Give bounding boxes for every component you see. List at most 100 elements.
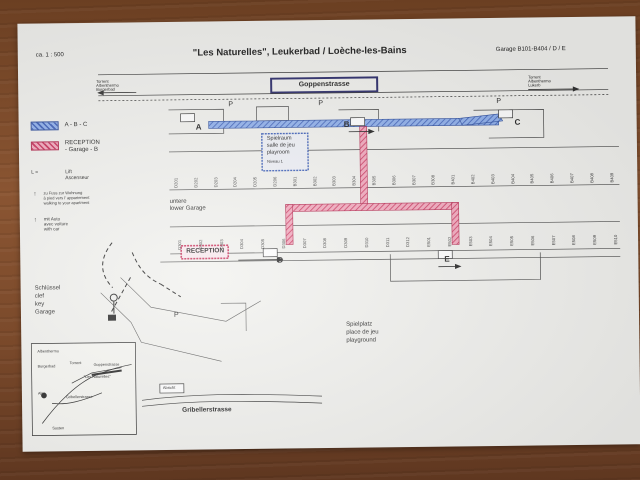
- garage-space-label: D311: [384, 237, 390, 248]
- building-b-label: B: [343, 119, 350, 129]
- building-c-label: C: [514, 117, 521, 127]
- garage-space-label: E506: [529, 235, 535, 246]
- lower-garage-label: untere: [169, 198, 187, 205]
- playroom-level: Niveau 1: [267, 158, 283, 164]
- key-garage-label: key: [34, 301, 45, 308]
- playroom-label: playroom: [266, 149, 290, 156]
- key-garage-label: clef: [34, 293, 45, 300]
- key-garage-label: Garage: [34, 309, 55, 316]
- garage-space-label: B306: [391, 175, 397, 186]
- garage-space-label: D301: [177, 239, 183, 250]
- garage-space-label: B304: [351, 175, 357, 186]
- legend-lift-label: Ascenseur: [65, 174, 89, 182]
- inset-label: Burgerbad: [37, 364, 56, 369]
- garage-space-label: B303: [331, 176, 337, 186]
- walking-route-arrows: [238, 128, 462, 270]
- garage-space-label: D205: [252, 176, 258, 187]
- gribellerstrasse-road: [141, 394, 323, 407]
- inset-label: "Les Naturelles": [83, 374, 111, 380]
- garage-space-label: D308: [322, 238, 328, 249]
- garage-space-label: D206: [272, 176, 278, 187]
- gribellerstrasse-street-label: Gribellerstrasse: [182, 406, 232, 414]
- garage-space-label: D304: [239, 239, 245, 250]
- garage-space-label: E510: [612, 234, 618, 245]
- key-garage-label: Schlüssel: [34, 285, 61, 292]
- inset-label: Torrent: [69, 361, 82, 366]
- legend-reception-label: - Garage - B: [64, 146, 99, 154]
- lower-garage-label: lower Garage: [169, 205, 206, 212]
- playground-label: Spielplatz: [346, 321, 373, 328]
- garage-space-label: E505: [509, 235, 515, 246]
- garage-space-label: B406: [549, 173, 555, 184]
- garage-space-label: E501: [426, 236, 432, 247]
- garage-space-label: D201: [173, 177, 179, 188]
- location-inset-map: [30, 342, 137, 436]
- lift-markers: [180, 109, 513, 260]
- garage-space-label: B408: [589, 172, 595, 183]
- inset-label: Alpo: [37, 391, 46, 396]
- garage-space-label: D305: [260, 238, 266, 249]
- parking-label: P: [496, 97, 502, 105]
- small-building-box: [159, 383, 185, 394]
- inset-label: Susten: [52, 426, 65, 431]
- legend-abc-label: A - B - C: [64, 121, 88, 129]
- garage-space-label: B301: [292, 176, 298, 187]
- garage-space-label: E507: [550, 235, 556, 246]
- garage-space-label: D307: [301, 238, 307, 249]
- garage-space-label: D309: [343, 237, 349, 248]
- building-d-label: D: [277, 255, 284, 265]
- garage-space-label: D202: [193, 177, 199, 188]
- garage-space-label: B402: [470, 174, 476, 185]
- car-arrow-icon: ↑: [33, 217, 37, 224]
- playroom-box: [261, 132, 309, 172]
- legend-by-car-label: with car: [43, 226, 60, 232]
- garage-space-label: E503: [467, 236, 473, 247]
- playground-label: place de jeu: [346, 329, 379, 336]
- reception-box: [180, 244, 230, 260]
- garage-space-label: B302: [311, 176, 317, 187]
- garage-space-label: B405: [529, 173, 535, 184]
- legend-reception-swatch: [30, 141, 59, 151]
- garage-space-label: E502: [446, 236, 452, 247]
- garage-space-label: B307: [410, 175, 416, 185]
- small-building-label: Abricht: [162, 384, 176, 391]
- garage-space-label: D312: [405, 236, 411, 248]
- garage-space-label: E504: [488, 236, 494, 247]
- site-plan-drawing: [30, 68, 621, 436]
- parking-label: P: [318, 100, 324, 108]
- garage-space-label: D203: [212, 177, 219, 188]
- site-map-sheet: ca. 1 : 500 "Les Naturelles", Leukerbad …: [17, 16, 640, 452]
- legend-on-foot-label: walking to your apartment: [43, 199, 90, 206]
- parking-area-outlines: [100, 277, 261, 362]
- garage-space-label: D306: [280, 238, 286, 249]
- inset-label: Albenthermo: [37, 349, 59, 354]
- goppenstrasse-road: [98, 68, 609, 102]
- garage-space-label: B305: [371, 175, 377, 186]
- garage-space-label: B409: [608, 172, 614, 183]
- building-e-label: E: [444, 254, 450, 264]
- legend-abc-swatch: [30, 121, 59, 131]
- route-reception-garage-b: [285, 126, 460, 245]
- legend-reception-label: RECEPTION: [64, 139, 100, 147]
- garage-space-label: D310: [363, 237, 369, 248]
- inset-label: Gribellerstrasse: [65, 394, 93, 400]
- key-garage-marker: [107, 293, 118, 321]
- direction-arrows: [97, 86, 580, 96]
- garage-space-label: B401: [450, 174, 456, 185]
- garage-space-label: E509: [592, 234, 598, 245]
- garage-space-label: B308: [430, 174, 436, 185]
- garage-space-label: B404: [509, 173, 515, 184]
- garage-space-label: B407: [569, 173, 575, 184]
- garage-space-label: E508: [571, 235, 577, 246]
- legend-lift-key: L =: [31, 169, 39, 176]
- garage-space-label: D204: [232, 177, 238, 188]
- car-route-dashes: [102, 242, 182, 313]
- parking-label: P: [228, 101, 234, 109]
- playground-label: playground: [346, 337, 377, 344]
- walking-arrow-icon: ↑: [33, 191, 37, 198]
- garage-space-label: B403: [490, 174, 496, 185]
- parking-label: P: [173, 311, 179, 319]
- inset-label: Goppenstrasse: [93, 362, 120, 367]
- building-a-label: A: [195, 122, 202, 132]
- reception-label: RECEPTION: [186, 247, 225, 255]
